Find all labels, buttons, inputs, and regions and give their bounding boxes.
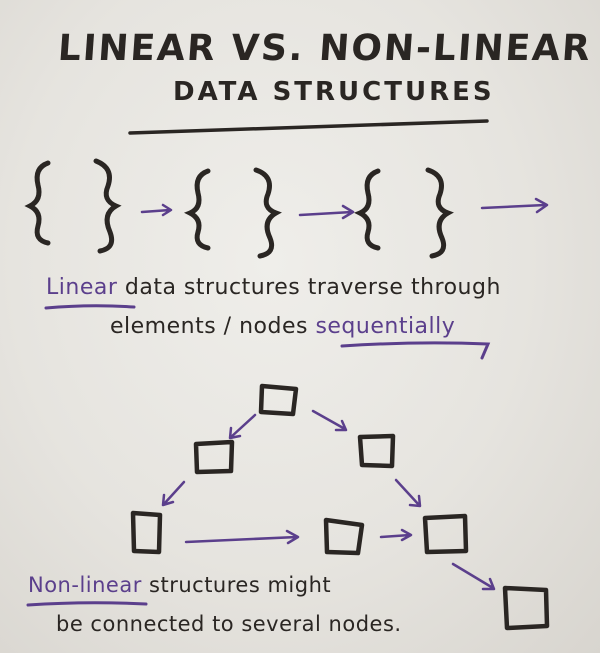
linear-keyword: Linear bbox=[46, 275, 118, 300]
linear-brace-pair-2 bbox=[184, 167, 282, 259]
linear-arrow-3 bbox=[480, 197, 549, 214]
nonlinear-keyword-underline bbox=[26, 601, 148, 607]
tree-node-far-right bbox=[502, 585, 550, 631]
title-underline bbox=[128, 119, 489, 135]
nonlinear-caption-line-1: Non-linear structures might bbox=[28, 573, 331, 597]
tree-arrow-middle-right bbox=[379, 528, 413, 542]
linear-caption-line-2: elements / nodes sequentially bbox=[110, 314, 455, 339]
tree-arrow-root-left bbox=[228, 413, 257, 440]
sequentially-keyword: sequentially bbox=[315, 314, 456, 339]
tree-node-bottom-right bbox=[422, 513, 469, 555]
linear-keyword-underline bbox=[44, 304, 136, 310]
tree-node-root bbox=[258, 383, 299, 417]
linear-brace-pair-3 bbox=[354, 167, 454, 259]
tree-node-bottom-left bbox=[130, 510, 163, 555]
nonlinear-caption-line-2: be connected to several nodes. bbox=[56, 612, 402, 636]
tree-arrow-root-right bbox=[311, 409, 348, 432]
tree-arrow-left-bottomleft bbox=[161, 480, 186, 507]
tree-arrow-right-bottomright bbox=[394, 478, 422, 508]
tree-arrow-right-farright bbox=[451, 562, 496, 591]
title-line-1: LINEAR VS. NON-LINEAR bbox=[56, 28, 594, 69]
linear-caption-rest: data structures traverse through bbox=[117, 275, 501, 300]
linear-arrows bbox=[140, 197, 549, 220]
tree-arrow-long bbox=[184, 529, 300, 545]
sequentially-keyword-underline bbox=[340, 341, 491, 360]
nonlinear-caption-rest: structures might bbox=[141, 573, 332, 597]
tree-node-bottom-middle bbox=[323, 517, 365, 556]
title-line-2: DATA STRUCTURES bbox=[173, 77, 495, 107]
tree-node-left bbox=[193, 439, 235, 475]
nonlinear-arrows bbox=[161, 409, 496, 591]
linear-brace-pair-1 bbox=[24, 158, 122, 254]
linear-caption-line-1: Linear data structures traverse through bbox=[46, 275, 501, 300]
linear-caption-line-2-start: elements / nodes bbox=[110, 314, 316, 339]
nonlinear-keyword: Non-linear bbox=[28, 573, 142, 597]
linear-arrow-2 bbox=[298, 204, 355, 220]
linear-arrow-1 bbox=[140, 203, 173, 217]
tree-node-right bbox=[357, 433, 396, 469]
